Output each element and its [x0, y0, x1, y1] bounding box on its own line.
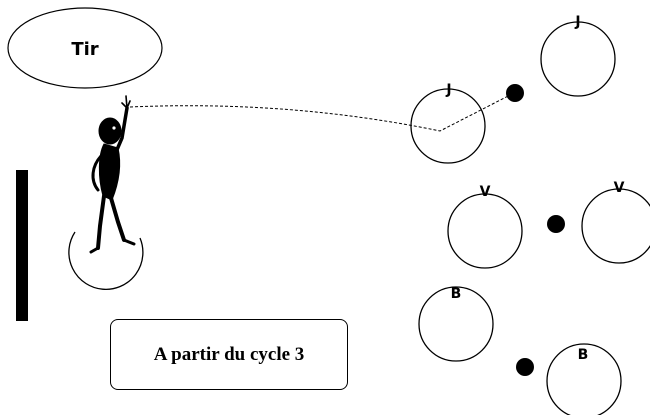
player-letter: V — [480, 184, 491, 200]
title-bubble: Tir — [7, 7, 163, 89]
title-oval — [7, 7, 163, 89]
level-note-box: A partir du cycle 3 — [110, 319, 348, 390]
player-b2: B — [546, 343, 622, 415]
player-b1: B — [418, 286, 494, 362]
player-circle — [546, 343, 622, 415]
shot-trajectory — [129, 92, 515, 132]
player-v1: V — [447, 184, 523, 269]
player-letter: J — [445, 82, 451, 98]
title-text: Tir — [71, 39, 98, 60]
stick-figure-shooter-icon — [89, 95, 136, 254]
ball-b — [516, 358, 534, 376]
player-letter: J — [574, 14, 580, 30]
shooter-ground-arc — [68, 231, 144, 290]
player-circle — [418, 286, 494, 362]
player-letter: B — [451, 286, 462, 302]
shooting-line-bar — [16, 170, 28, 321]
player-circle — [447, 193, 523, 269]
player-circle — [540, 21, 616, 97]
player-letter: B — [578, 347, 589, 363]
player-circle — [581, 188, 650, 264]
level-note-text: A partir du cycle 3 — [153, 343, 305, 365]
player-circle — [410, 88, 486, 164]
player-j2: J — [540, 14, 616, 97]
ball-v — [547, 215, 565, 233]
player-letter: V — [614, 180, 625, 196]
ball-j — [506, 84, 524, 102]
player-j1: J — [410, 82, 486, 164]
player-v2: V — [581, 180, 650, 264]
